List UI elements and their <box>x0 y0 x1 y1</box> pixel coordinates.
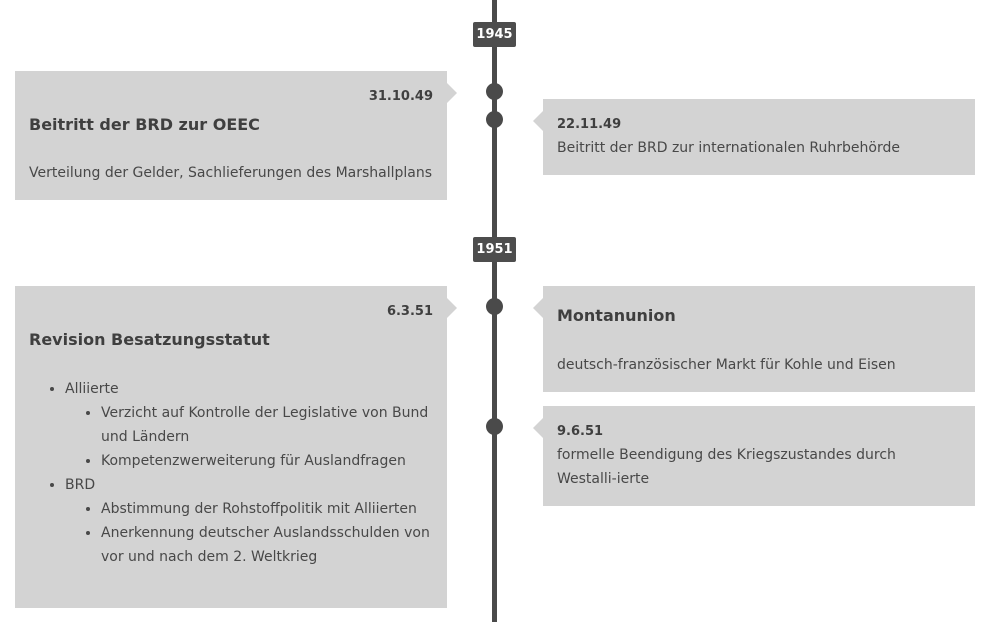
event-card-ruhrbehoerde: 22.11.49 Beitritt der BRD zur internatio… <box>533 99 975 175</box>
event-date: 9.6.51 <box>557 424 604 439</box>
event-card-besatzungsstatut: 6.3.51 Revision Besatzungsstatut Alliier… <box>15 286 457 608</box>
year-badge-1951: 1951 <box>473 237 516 262</box>
list-item-label: BRD <box>65 477 96 493</box>
sub-list: Verzicht auf Kontrolle der Legislative v… <box>65 401 431 473</box>
event-description: formelle Beendigung des Kriegszustandes … <box>557 447 896 487</box>
year-badge-1945: 1945 <box>473 22 516 47</box>
event-date: 6.3.51 <box>386 304 433 319</box>
event-title: Montanunion <box>557 306 676 325</box>
timeline-dot <box>486 418 503 435</box>
sub-list: Abstimmung der Rohstoffpolitik mit Allii… <box>65 497 431 569</box>
event-title: Beitritt der BRD zur OEEC <box>29 115 260 134</box>
list-item: BRD Abstimmung der Rohstoffpolitik mit A… <box>65 473 431 569</box>
event-title: Revision Besatzungsstatut <box>29 330 270 349</box>
event-description: deutsch-französischer Markt für Kohle un… <box>557 357 896 373</box>
sub-list-item: Abstimmung der Rohstoffpolitik mit Allii… <box>101 497 431 521</box>
sub-list-item: Anerkennung deutscher Auslandsschulden v… <box>101 521 431 569</box>
list-item-label: Alliierte <box>65 381 119 397</box>
list-item: Alliierte Verzicht auf Kontrolle der Leg… <box>65 377 431 473</box>
event-card-oeec: 31.10.49 Beitritt der BRD zur OEEC Verte… <box>15 71 457 200</box>
event-description: Verteilung der Gelder, Sachlieferungen d… <box>29 165 433 181</box>
event-card-kriegszustand: 9.6.51 formelle Beendigung des Kriegszus… <box>533 406 975 506</box>
event-date: 22.11.49 <box>557 117 622 132</box>
timeline-dot <box>486 111 503 128</box>
timeline-dot <box>486 83 503 100</box>
timeline-dot <box>486 298 503 315</box>
event-bullet-list: Alliierte Verzicht auf Kontrolle der Leg… <box>65 377 431 569</box>
sub-list-item: Kompetenzwerweiterung für Auslandfragen <box>101 449 431 473</box>
event-date: 31.10.49 <box>368 89 433 104</box>
event-description: Beitritt der BRD zur internationalen Ruh… <box>557 140 900 156</box>
sub-list-item: Verzicht auf Kontrolle der Legislative v… <box>101 401 431 449</box>
event-card-montanunion: Montanunion deutsch-französischer Markt … <box>533 286 975 392</box>
